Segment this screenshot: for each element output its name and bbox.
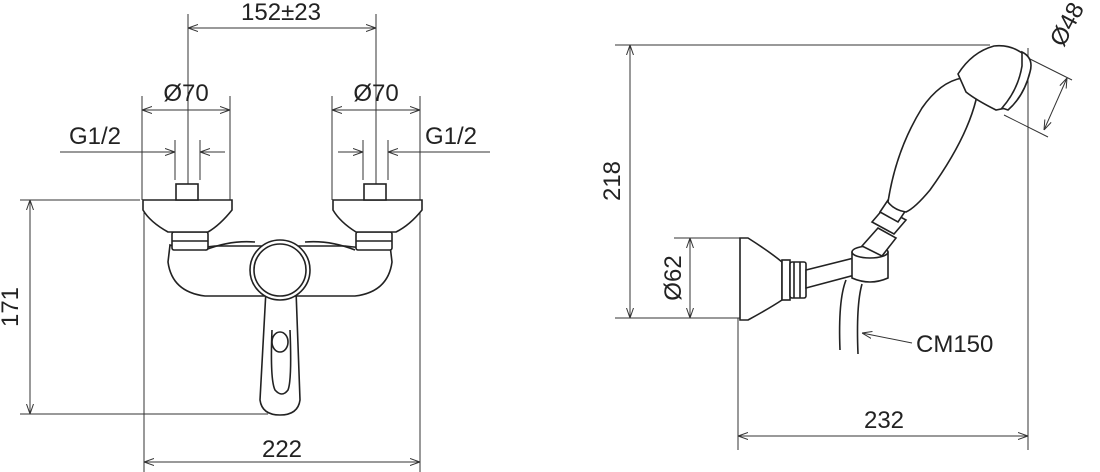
- dim-head-diameter: Ø48: [1045, 0, 1090, 51]
- dim-width-mixer: 222: [262, 436, 302, 463]
- dim-center-distance: 152±23: [241, 0, 321, 26]
- dim-width-shower: 232: [864, 407, 904, 434]
- dim-hose-label: CM150: [916, 331, 993, 358]
- shower-side-view: 218 Ø62 Ø48 CM150 232: [599, 0, 1090, 450]
- dim-flange-left: Ø70: [163, 80, 208, 107]
- mixer-front-view: 152±23 Ø70 Ø70 G1/2 G1/2 171 222: [0, 0, 490, 472]
- dim-thread-left: G1/2: [69, 123, 121, 150]
- dim-height-mixer: 171: [0, 287, 24, 327]
- dim-flange-right: Ø70: [353, 80, 398, 107]
- dim-height-shower: 218: [599, 161, 626, 201]
- dim-thread-right: G1/2: [425, 123, 477, 150]
- dim-bracket-diameter: Ø62: [660, 255, 687, 300]
